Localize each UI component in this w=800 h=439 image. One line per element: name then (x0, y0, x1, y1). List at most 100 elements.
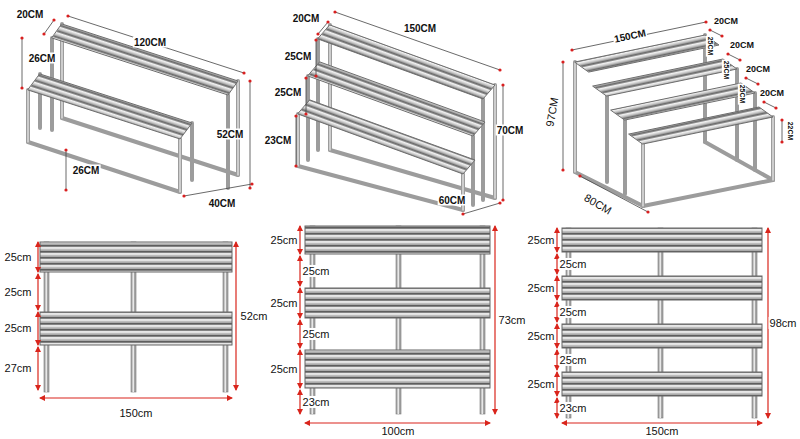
dimension-brackets (37, 347, 38, 390)
stand-three-tier-perspective (493, 85, 497, 198)
dimension-brackets (556, 398, 557, 418)
dimension-lines (184, 184, 252, 196)
stand-two-tier-perspective (178, 139, 182, 192)
dimension-label: 25CM (738, 84, 746, 105)
dimension-lines (306, 78, 307, 114)
dimension-lines (66, 150, 67, 190)
stand-three-tier-perspective (494, 85, 495, 198)
dimension-label: 25cm (4, 286, 33, 298)
dimension-brackets (556, 228, 557, 252)
dimension-label: 22CM (786, 121, 794, 142)
stand-three-tier-perspective (298, 25, 495, 210)
dimension-label: 26CM (72, 165, 101, 176)
stand-two-tier-perspective (179, 139, 180, 192)
stand-three-tier-perspective (298, 25, 495, 210)
dimension-lines (563, 22, 782, 212)
stand-two-tier-perspective (26, 90, 30, 142)
dimension-label: 25CM (722, 60, 730, 81)
dimension-label: 100cm (380, 425, 415, 437)
dimension-lines (22, 16, 252, 196)
dimension-label: 25cm (302, 328, 331, 340)
dimension-label: 25cm (527, 330, 556, 342)
dimension-label: 20CM (16, 9, 45, 20)
stand-four-tier-front (562, 372, 762, 396)
dimension-label: 23cm (302, 396, 331, 408)
dimension-label: 25cm (527, 234, 556, 246)
stand-two-tier-front (40, 242, 232, 392)
dimension-label: 25CM (274, 87, 303, 98)
dimension-brackets (556, 254, 557, 274)
dimension-lines (296, 116, 297, 166)
dimension-label: 25cm (270, 297, 299, 309)
dimension-lines (335, 12, 500, 70)
dimension-label: 20CM (292, 13, 321, 24)
stand-four-tier-perspective (643, 180, 773, 206)
dimension-lines (503, 85, 504, 200)
stand-three-tier-perspective (297, 114, 298, 166)
dimension-brackets (562, 422, 762, 423)
dimension-label: 25cm (302, 265, 331, 277)
stand-two-tier-perspective (28, 24, 238, 192)
dimension-label: 80CM (581, 191, 614, 217)
stand-two-tier-front (40, 242, 232, 272)
stand-three-tier-front (305, 226, 490, 414)
dimension-label: 25CM (284, 51, 313, 62)
stand-four-tier-perspective (623, 120, 627, 194)
stand-two-tier-perspective (27, 90, 28, 142)
stand-four-tier-perspective (772, 117, 773, 180)
dimension-label: 150cm (644, 425, 679, 437)
dimension-lines (316, 40, 317, 76)
dimension-label: 52CM (216, 129, 245, 140)
stand-three-tier-perspective (316, 39, 320, 150)
dimension-label: 20CM (745, 65, 771, 75)
dimension-lines (764, 102, 776, 108)
dimension-label: 25cm (527, 378, 556, 390)
dimension-label: 120CM (133, 37, 167, 48)
stand-four-tier-front (562, 276, 762, 300)
dimension-brackets (300, 226, 495, 423)
dimension-brackets (305, 422, 490, 423)
dimension-label: 25cm (270, 363, 299, 375)
dimension-lines (68, 16, 244, 73)
dimension-label: 52cm (240, 310, 269, 322)
stand-two-tier-perspective (190, 123, 194, 180)
stand-two-tier-perspective (28, 24, 238, 192)
dimension-label: 20CM (713, 17, 739, 27)
stand-four-tier-perspective (641, 144, 645, 206)
dimension-label: 150CM (403, 23, 437, 34)
dimension-label: 98cm (769, 317, 798, 329)
stand-three-tier-perspective (471, 136, 475, 205)
dimension-lines (563, 62, 564, 170)
dimension-label: 25cm (527, 282, 556, 294)
stand-three-tier-perspective (330, 150, 495, 198)
dimension-label: 25cm (559, 354, 588, 366)
dimension-brackets (556, 350, 557, 370)
dimension-label: 25cm (559, 306, 588, 318)
dimension-brackets (299, 226, 300, 254)
stand-three-tier-perspective (296, 114, 300, 166)
stand-four-tier-front (562, 324, 762, 348)
dimension-brackets (494, 226, 495, 414)
dimension-lines (296, 12, 503, 214)
stand-two-tier-perspective (28, 24, 238, 192)
dimension-label: 23cm (559, 402, 588, 414)
stand-four-tier-perspective (629, 107, 773, 144)
stand-two-tier-perspective (28, 74, 192, 139)
dimension-label: 60CM (438, 195, 467, 206)
dimension-label: 25CM (706, 36, 714, 57)
dimension-label: 150cm (118, 407, 153, 419)
dimension-brackets (557, 228, 768, 423)
dimension-lines (44, 20, 54, 34)
dimension-label: 70CM (496, 125, 525, 136)
dimension-lines (250, 81, 251, 188)
dimension-label: 23CM (264, 135, 293, 146)
stand-three-tier-front (305, 288, 490, 318)
stand-two-tier-front (40, 312, 232, 345)
dimension-brackets (299, 390, 300, 414)
dimension-brackets (299, 320, 300, 348)
dimension-brackets (40, 397, 232, 398)
dimension-lines (22, 38, 23, 88)
dimension-lines (746, 78, 758, 84)
